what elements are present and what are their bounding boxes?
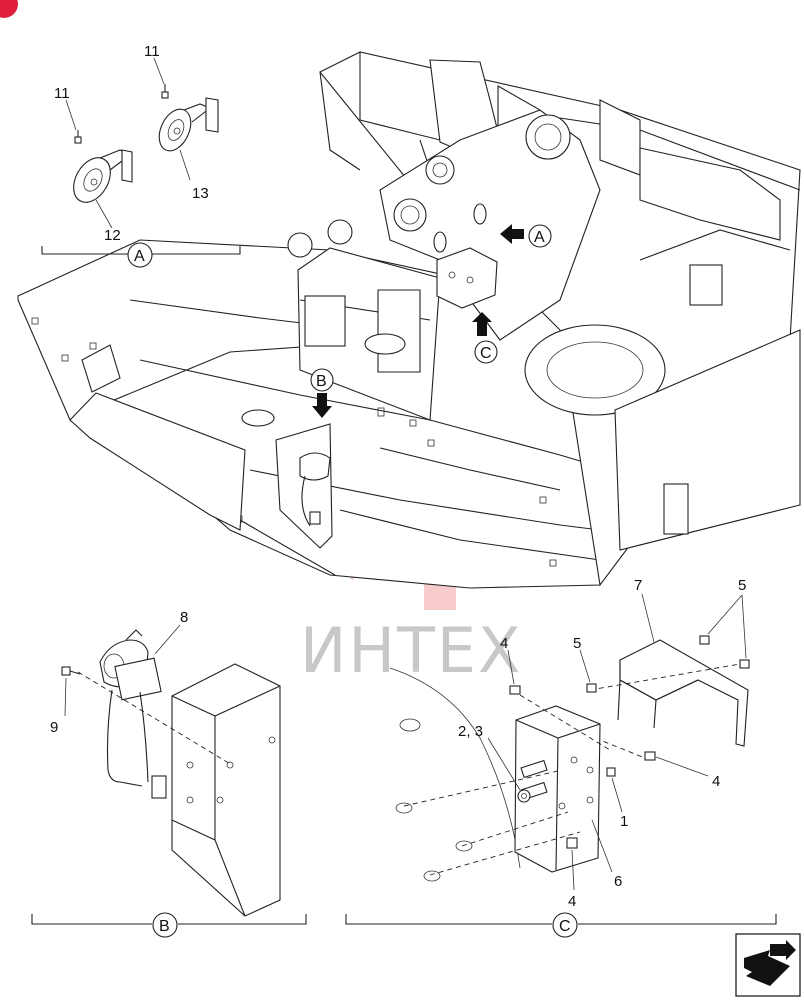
part-5-label-left: 5 xyxy=(573,635,581,652)
horn-13-icon xyxy=(158,84,219,152)
bolt-4-bottom-icon xyxy=(566,837,578,849)
bolt-4-right-icon xyxy=(644,751,656,761)
detail-c-mount: 7 5 4 5 2, 3 4 1 6 4 C xyxy=(345,577,777,938)
callout-b-label: B xyxy=(316,373,327,390)
callout-arrow-a: A xyxy=(500,224,552,248)
nut-2-3-icon xyxy=(517,789,531,803)
bolt-4-top-icon xyxy=(509,685,521,695)
part-1-label: 1 xyxy=(620,813,628,830)
callout-a-label: A xyxy=(534,229,545,246)
corner-badge-icon xyxy=(0,0,18,18)
switch-8-icon xyxy=(99,629,167,799)
part-4-label-bottom: 4 xyxy=(568,893,576,910)
bolt-5-right-b-icon xyxy=(739,659,750,669)
part-2-3-label: 2, 3 xyxy=(458,723,483,740)
part-7-label: 7 xyxy=(634,577,642,594)
next-page-arrow-icon[interactable] xyxy=(735,933,801,997)
part-5-label-right: 5 xyxy=(738,577,746,594)
detail-b-bracket: 8 9 B xyxy=(31,609,307,938)
detail-c-label: C xyxy=(559,918,571,935)
bolt-9-icon xyxy=(61,666,81,676)
part-8-label: 8 xyxy=(180,609,188,626)
part-11-label-left: 11 xyxy=(54,85,70,102)
detail-a-horns: 11 11 13 12 A xyxy=(41,43,241,268)
callout-c-label: C xyxy=(480,345,492,362)
watermark-text: ИНТЕХ xyxy=(300,614,523,687)
part-9-label: 9 xyxy=(50,719,58,736)
part-11-label-right: 11 xyxy=(144,43,160,60)
main-frame-illustration xyxy=(17,51,801,589)
part-6-label: 6 xyxy=(614,873,622,890)
part-4-label-top: 4 xyxy=(500,635,508,652)
detail-a-label: A xyxy=(134,248,145,265)
bolt-5-left-icon xyxy=(586,683,597,693)
callout-arrow-b: B xyxy=(310,368,334,418)
callout-arrow-c: C xyxy=(472,312,498,364)
detail-b-label: B xyxy=(159,918,170,935)
horn-12-icon xyxy=(73,130,133,203)
part-4-label-right: 4 xyxy=(712,773,720,790)
part-13-label: 13 xyxy=(192,185,209,202)
bolt-1-icon xyxy=(606,767,616,777)
part-12-label: 12 xyxy=(104,227,121,244)
bolt-5-right-a-icon xyxy=(699,635,710,645)
